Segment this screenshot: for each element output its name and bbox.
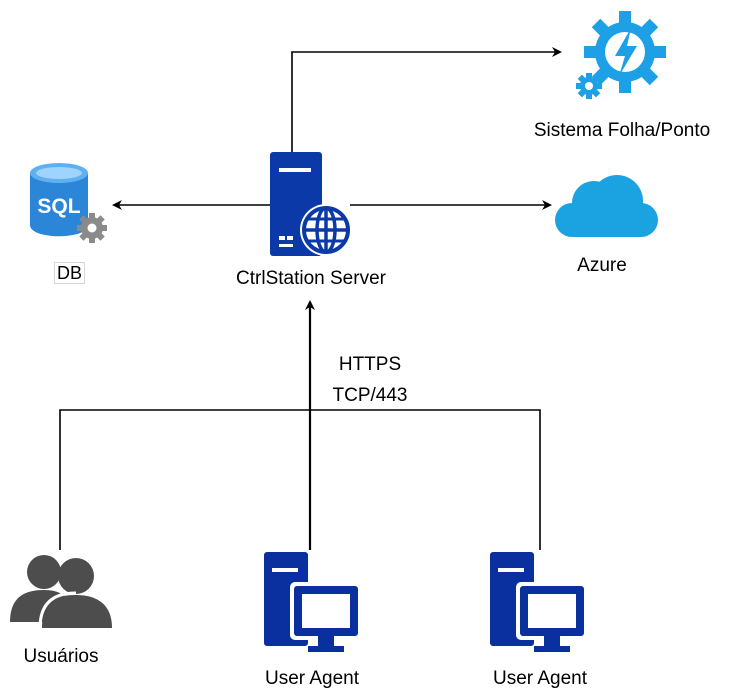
db-gear-icon	[77, 213, 107, 243]
azure-label: Azure	[577, 255, 627, 276]
users-icon	[10, 555, 112, 629]
folha-label: Sistema Folha/Ponto	[533, 120, 711, 141]
user-agent-2-icon	[490, 552, 588, 652]
edge-server-to-folha	[291, 47, 562, 152]
bus-port-label: TCP/443	[332, 385, 408, 406]
sql-database-icon: SQL	[30, 163, 107, 243]
small-gear-icon	[576, 73, 602, 99]
bus-protocol-label: HTTPS	[338, 354, 402, 375]
azure-cloud-icon	[555, 175, 658, 237]
user-agent-1-icon	[264, 552, 362, 652]
sql-text: SQL	[37, 195, 80, 218]
server-web-icon	[270, 152, 352, 256]
server-label: CtrlStation Server	[236, 268, 386, 289]
agent-1-label: User Agent	[265, 668, 359, 689]
db-label: DB	[54, 262, 86, 284]
folha-bolt-gear-icon	[576, 11, 666, 99]
usuarios-label: Usuários	[23, 646, 99, 667]
agent-2-label: User Agent	[493, 668, 587, 689]
edge-bus-horizontal	[59, 409, 541, 550]
connectors	[59, 47, 562, 550]
